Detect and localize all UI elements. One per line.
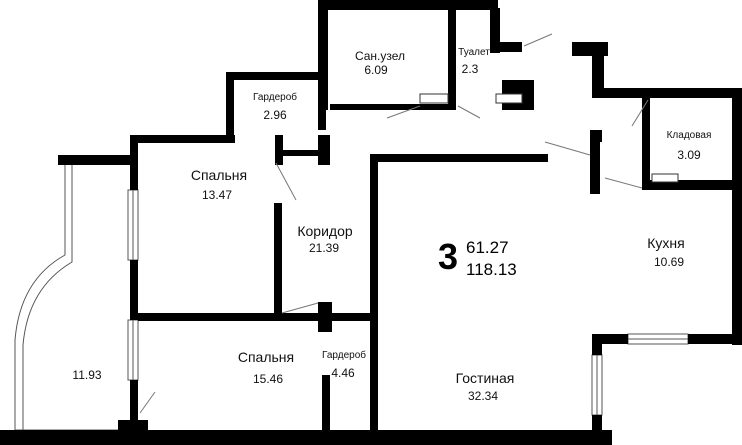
room-name-living-room: Гостиная [455, 370, 515, 386]
room-name-corridor: Коридор [297, 223, 353, 239]
room-name-wardrobe-1: Гардероб [253, 92, 297, 103]
room-area-toilet: 2.3 [461, 62, 479, 76]
apartment-living-area: 61.27 [466, 238, 509, 257]
room-area-bathroom: 6.09 [364, 63, 388, 77]
room-area-wardrobe-1: 2.96 [263, 108, 287, 122]
room-name-storage: Кладовая [666, 130, 712, 141]
room-area-wardrobe-2: 4.46 [331, 366, 355, 380]
room-area-storage: 3.09 [677, 148, 701, 162]
room-name-bedroom-2: Спальня [237, 349, 295, 365]
room-area-corridor: 21.39 [308, 241, 340, 255]
windows [127, 189, 689, 416]
room-area-bedroom-2: 15.46 [252, 372, 284, 386]
door-swings [139, 33, 649, 414]
balcony-outline [14, 165, 120, 431]
room-name-toilet: Туалет [458, 47, 490, 58]
apartment-rooms-count: 3 [438, 236, 459, 277]
room-name-bathroom: Сан.узел [354, 49, 406, 63]
room-name-kitchen: Кухня [647, 235, 685, 251]
room-area-living-room: 32.34 [467, 389, 499, 403]
fixtures [419, 93, 679, 183]
room-name-wardrobe-2: Гардероб [322, 350, 366, 361]
room-area-balcony: 11.93 [72, 368, 102, 382]
apartment-total-area: 118.13 [466, 260, 517, 279]
room-area-bedroom-1: 13.47 [201, 188, 233, 202]
room-area-kitchen: 10.69 [653, 255, 685, 269]
room-name-bedroom-1: Спальня [190, 167, 248, 183]
